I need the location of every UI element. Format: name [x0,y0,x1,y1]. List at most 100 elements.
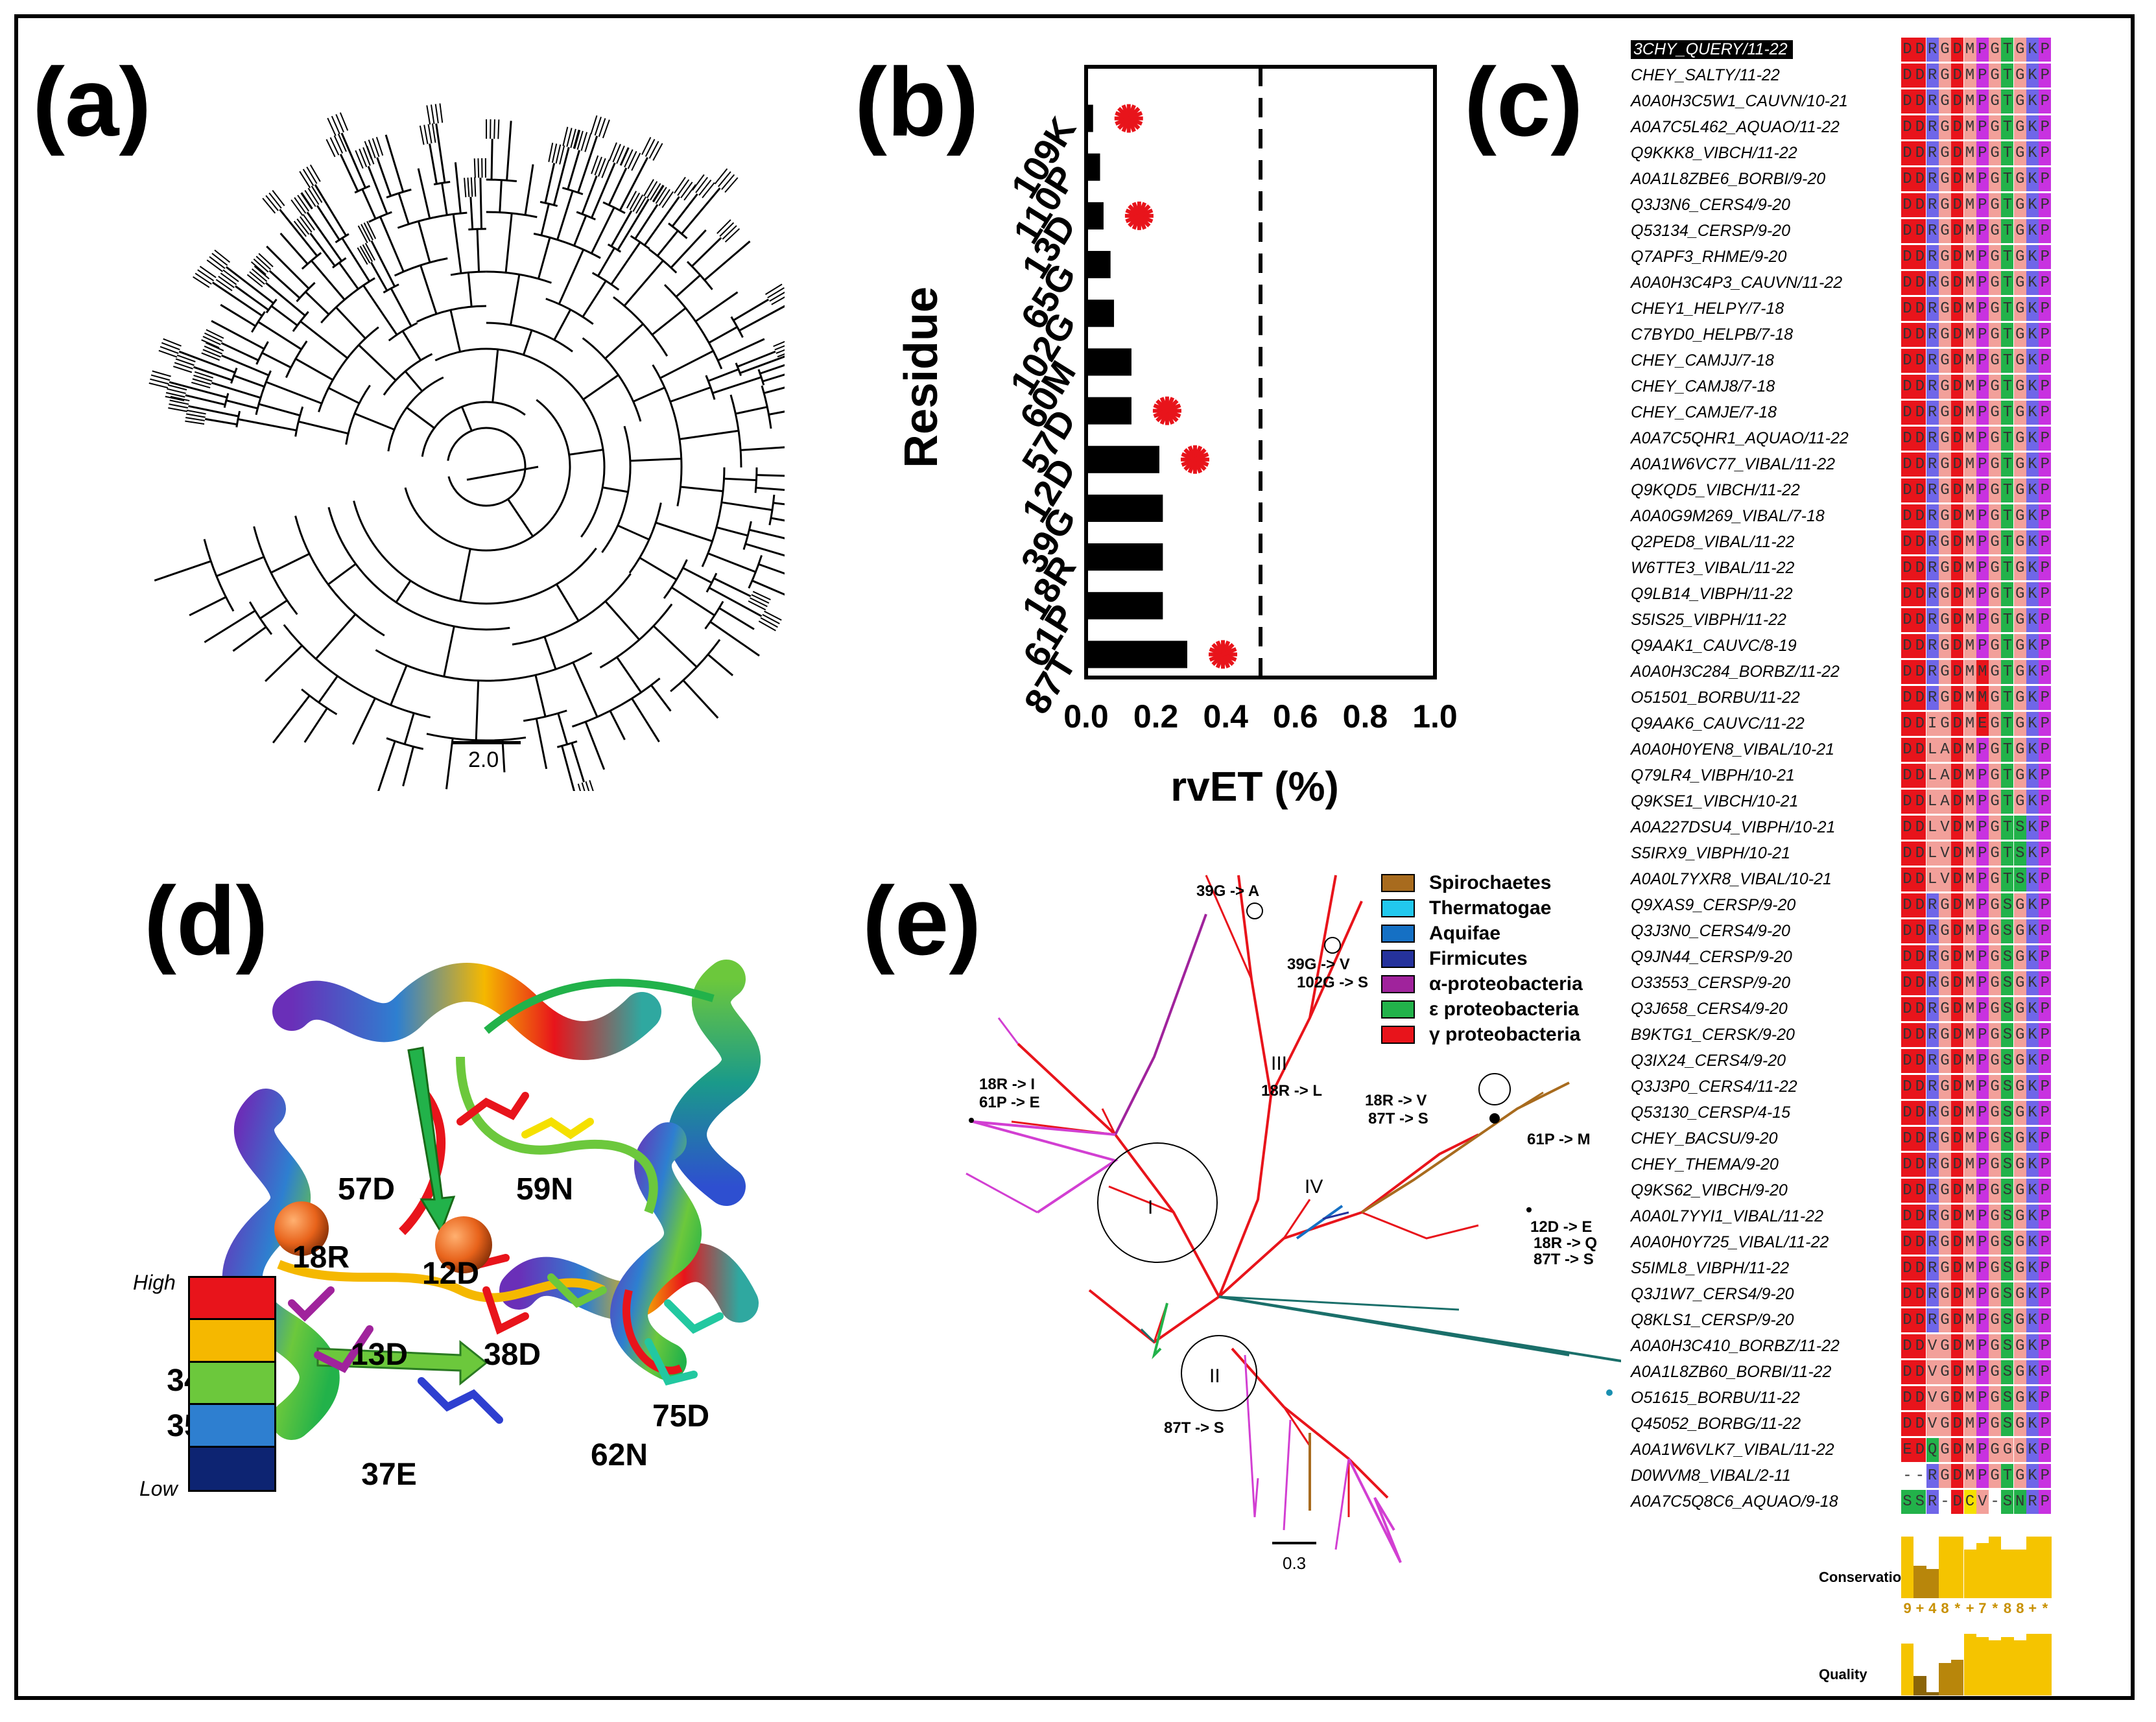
residue-cell: D [1901,64,1913,88]
residue-cell: S [2013,842,2026,866]
residue-cell: G [2013,167,2026,191]
residue-cell: T [2001,816,2014,840]
residue-cell: K [2026,1308,2039,1332]
residue-cell: T [2001,686,2014,710]
residue-cell: S [2001,1153,2014,1177]
residue-cell: T [2001,297,2014,321]
residue-cell: P [1976,608,1989,632]
residue-cell: D [1901,1282,1913,1306]
residue-cell: R [1926,1153,1939,1177]
xtick-0.8: 0.8 [1343,698,1388,735]
residue-cell: D [1913,349,1926,373]
branch-brown-leaf [1517,1091,1544,1110]
residue-cell: K [2026,38,2039,62]
residue-cell: P [2039,634,2052,658]
clade-circle-i [1097,1142,1218,1263]
mutation-label: 18R -> Q [1534,1234,1597,1252]
sequence-name: CHEY_SALTY/11-22 [1631,66,1780,84]
sequence-name: Q9AAK6_CAUVC/11-22 [1631,714,1805,733]
residue-cell: S [2013,816,2026,840]
conservation-bar [1938,1537,1952,1598]
residue-cell: M [1963,1334,1976,1358]
residue-cell: M [1963,530,1976,554]
tree-a-scale-label: 2.0 [468,748,499,772]
residue-cell: P [2039,38,2052,62]
residue-cell: R [1926,38,1939,62]
residue-cell: D [1951,556,1964,580]
residue-cell: M [1963,712,1976,736]
residue-cell: G [1989,1412,2002,1436]
residue-cell: D [1951,1360,1964,1384]
residue-cell: G [1989,1308,2002,1332]
residue-cell: M [1963,608,1976,632]
residue-cell: T [2001,245,2014,269]
residue-cell: A [1938,738,1951,762]
residue-cell: D [1901,1179,1913,1203]
residue-cell: R [1926,89,1939,113]
residue-cell: M [1963,1049,1976,1073]
residue-cell: G [1938,1308,1951,1332]
residue-cell: S [2001,1179,2014,1203]
residue-cell: G [1989,1386,2002,1410]
residue-cell: P [1976,478,1989,502]
residue-cell: P [2039,193,2052,217]
sequence-name: A0A0L7YXR8_VIBAL/10-21 [1631,870,1832,888]
residue-cell: P [1976,893,1989,917]
residue-cell: D [1951,349,1964,373]
residue-cell: D [1951,867,1964,891]
residue-cell: D [1901,945,1913,969]
residue-cell: G [1989,1231,2002,1255]
residue-cell: D [1913,375,1926,399]
residue-cell: M [1963,323,1976,347]
residue-cell: D [1951,453,1964,477]
residue-cell: R [1926,1101,1939,1125]
sequence-name: Q9KQD5_VIBCH/11-22 [1631,481,1800,499]
residue-cell: K [2026,945,2039,969]
residue-cell: T [2001,323,2014,347]
residue-cell: D [1951,297,1964,321]
residue-cell: R [1926,686,1939,710]
quality-bar [2013,1640,2026,1695]
conservation-bar [1963,1550,1976,1598]
residue-cell: K [2026,349,2039,373]
sequence-name: O51615_BORBU/11-22 [1631,1389,1800,1407]
residue-cell: G [1938,919,1951,943]
residue-cell: K [2026,1412,2039,1436]
residue-label-18R: 18R [292,1240,349,1275]
residue-cell: T [2001,38,2014,62]
residue-cell: D [1901,919,1913,943]
residue-cell: G [1938,634,1951,658]
residue-cell: P [1976,582,1989,606]
residue-cell: K [2026,1127,2039,1151]
residue-cell: K [2026,712,2039,736]
residue-cell: G [1938,582,1951,606]
quality-bar [1989,1640,2002,1695]
quality-bar [2001,1637,2014,1695]
residue-cell: T [2001,141,2014,165]
residue-cell: D [1913,504,1926,528]
residue-cell: L [1926,738,1939,762]
residue-cell: T [2001,1464,2014,1488]
residue-cell: R [1926,167,1939,191]
loop-5 [622,1289,683,1374]
residue-cell: P [2039,1334,2052,1358]
mutation-label: 87T -> S [1534,1251,1594,1268]
mutation-label: 39G -> A [1196,882,1259,900]
residue-cell: D [1913,89,1926,113]
residue-cell: K [2026,816,2039,840]
residue-cell: D [1913,816,1926,840]
residue-cell: K [2026,297,2039,321]
residue-cell: D [1951,89,1964,113]
residue-cell: - [1938,1490,1951,1514]
residue-cell: G [1938,1101,1951,1125]
residue-cell: G [1938,1282,1951,1306]
residue-cell: P [1976,867,1989,891]
residue-cell: K [2026,478,2039,502]
residue-cell: K [2026,608,2039,632]
residue-cell: D [1913,556,1926,580]
residue-cell: R [1926,945,1939,969]
residue-cell: P [1976,427,1989,451]
conservation-bar [1926,1569,1939,1598]
residue-cell: P [1976,1179,1989,1203]
